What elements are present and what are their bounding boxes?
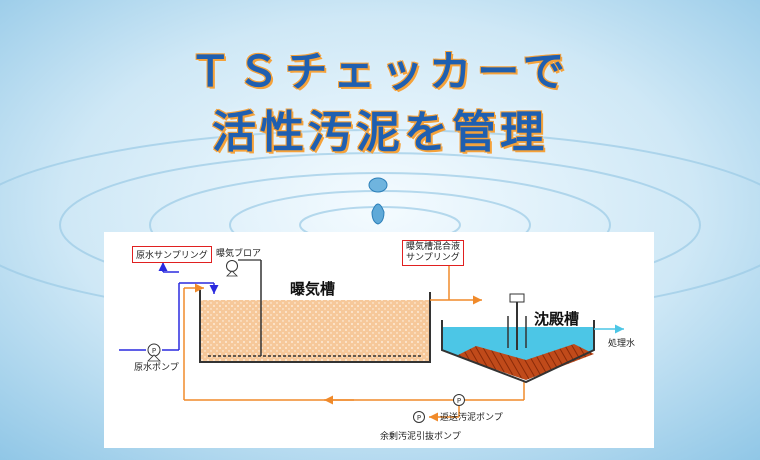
treated-water-label: 処理水 <box>608 339 636 349</box>
return-sludge-line <box>183 252 525 422</box>
mixed-liquor-sampling-line1: 曝気槽混合液 <box>406 242 461 252</box>
raw-water-pump-symbol: P <box>152 347 156 355</box>
raw-water-pump-icon <box>147 343 161 362</box>
mixed-liquor-sampling-line2: サンプリング <box>406 253 460 263</box>
settling-tank <box>441 293 595 384</box>
mixed-liquor-sampling-label: 曝気槽混合液 サンプリング <box>402 240 465 266</box>
title-line-2: 活性汚泥を管理 <box>212 107 548 158</box>
title-line-1: ＴＳチェッカーで <box>189 47 571 96</box>
excess-sludge-pump-icon <box>413 411 425 423</box>
settling-tank-label: 沈殿槽 <box>534 310 580 328</box>
return-sludge-pump-label: 返送汚泥ポンプ <box>440 413 503 423</box>
raw-water-sampling-label: 原水サンプリング <box>132 246 212 263</box>
process-flow-diagram: P P <box>119 252 624 423</box>
raw-water-line <box>119 262 219 351</box>
return-sludge-pump-icon <box>453 394 465 406</box>
aeration-tank <box>199 260 431 363</box>
excess-sludge-pump-label: 余剰汚泥引抜ポンプ <box>380 432 461 442</box>
blower-label: 曝気ブロア <box>216 249 262 259</box>
raw-water-pump-label: 原水ポンプ <box>134 363 179 373</box>
blower-icon <box>226 259 261 277</box>
water-drop-icon <box>368 177 388 225</box>
excess-sludge-pump-symbol: P <box>417 414 421 422</box>
process-diagram-panel: P P <box>104 232 654 448</box>
aeration-tank-label: 曝気槽 <box>290 280 336 298</box>
return-sludge-pump-symbol: P <box>457 397 461 405</box>
